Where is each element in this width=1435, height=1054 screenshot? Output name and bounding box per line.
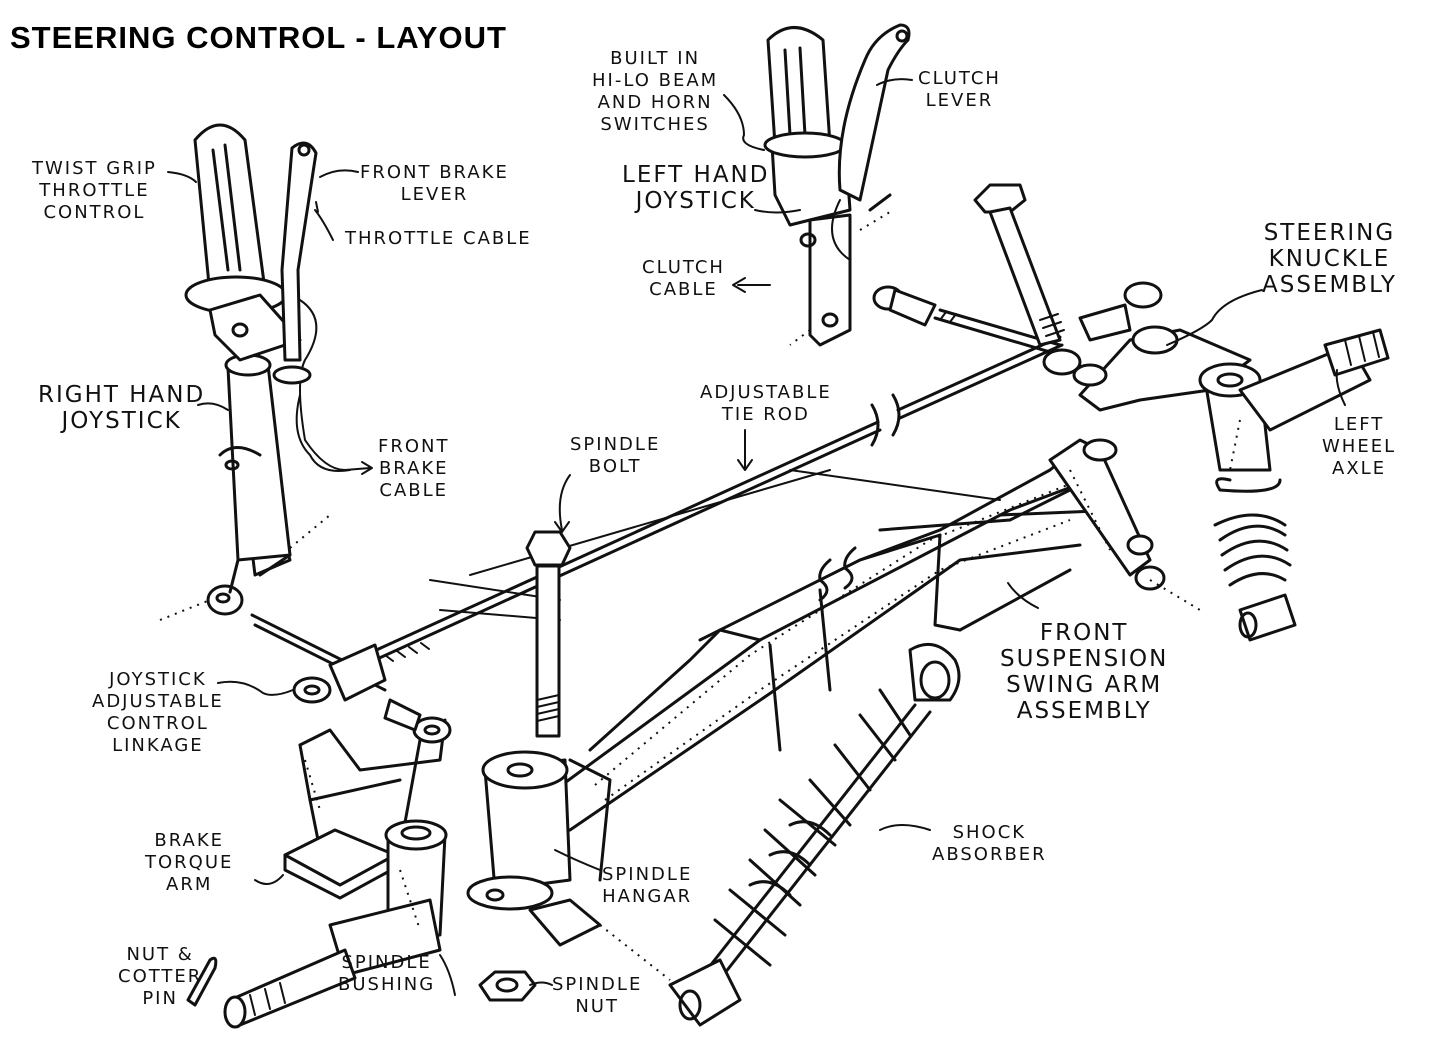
- label-steering-knuckle: STEERING KNUCKLE ASSEMBLY: [1262, 220, 1397, 298]
- label-spindle-nut: SPINDLE NUT: [552, 974, 643, 1017]
- label-clutch-lever: CLUTCH LEVER: [918, 68, 1001, 111]
- label-adjustable-tierod: ADJUSTABLE TIE ROD: [700, 382, 832, 425]
- label-shock-absorber: SHOCK ABSORBER: [932, 822, 1047, 865]
- label-clutch-cable: CLUTCH CABLE: [642, 257, 725, 300]
- label-spindle-bushing: SPINDLE BUSHING: [338, 952, 436, 995]
- front-brake-lever: [272, 141, 346, 471]
- center-lines: [159, 211, 1201, 981]
- twist-grip: [184, 123, 302, 362]
- cotter-pin: [186, 956, 218, 1007]
- label-nut-cotter-pin: NUT & COTTER PIN: [118, 944, 203, 1009]
- left-wheel-spring: [1213, 513, 1297, 642]
- left-hand-joystick: [763, 26, 892, 347]
- spindle-hangar: [466, 750, 612, 947]
- spindle-nut: [478, 970, 537, 1002]
- label-front-suspension: FRONT SUSPENSION SWING ARM ASSEMBLY: [1000, 620, 1169, 724]
- label-front-brake-lever: FRONT BRAKE LEVER: [360, 162, 509, 205]
- label-throttle-cable: THROTTLE CABLE: [345, 228, 532, 249]
- adjustable-tierod: [370, 335, 1064, 662]
- label-spindle-bolt: SPINDLE BOLT: [570, 434, 661, 477]
- steering-bolt: [973, 183, 1065, 347]
- leader-lines: [167, 78, 1346, 996]
- steering-knuckle: [1042, 281, 1390, 493]
- label-twist-grip: TWIST GRIP THROTTLE CONTROL: [32, 158, 157, 223]
- label-right-hand-joystick: RIGHT HAND JOYSTICK: [38, 382, 206, 434]
- diagram-title: STEERING CONTROL - LAYOUT: [10, 20, 507, 55]
- label-left-wheel-axle: LEFT WHEEL AXLE: [1322, 414, 1397, 479]
- label-joystick-linkage: JOYSTICK ADJUSTABLE CONTROL LINKAGE: [92, 669, 224, 756]
- label-brake-torque-arm: BRAKE TORQUE ARM: [145, 830, 234, 895]
- linkage-upper: [872, 285, 1062, 357]
- label-front-brake-cable: FRONT BRAKE CABLE: [378, 436, 450, 501]
- label-left-hand-joystick: LEFT HAND JOYSTICK: [622, 162, 770, 214]
- clutch-lever: [831, 23, 911, 261]
- linkage-lower-left: [250, 613, 452, 900]
- right-hand-joystick: [206, 353, 351, 616]
- spindle-bushing: [223, 819, 448, 1029]
- label-spindle-hangar: SPINDLE HANGAR: [602, 864, 693, 907]
- spindle-bolt: [525, 530, 572, 738]
- label-built-in-switches: BUILT IN HI-LO BEAM AND HORN SWITCHES: [592, 48, 719, 135]
- shock-absorber: [668, 642, 961, 1027]
